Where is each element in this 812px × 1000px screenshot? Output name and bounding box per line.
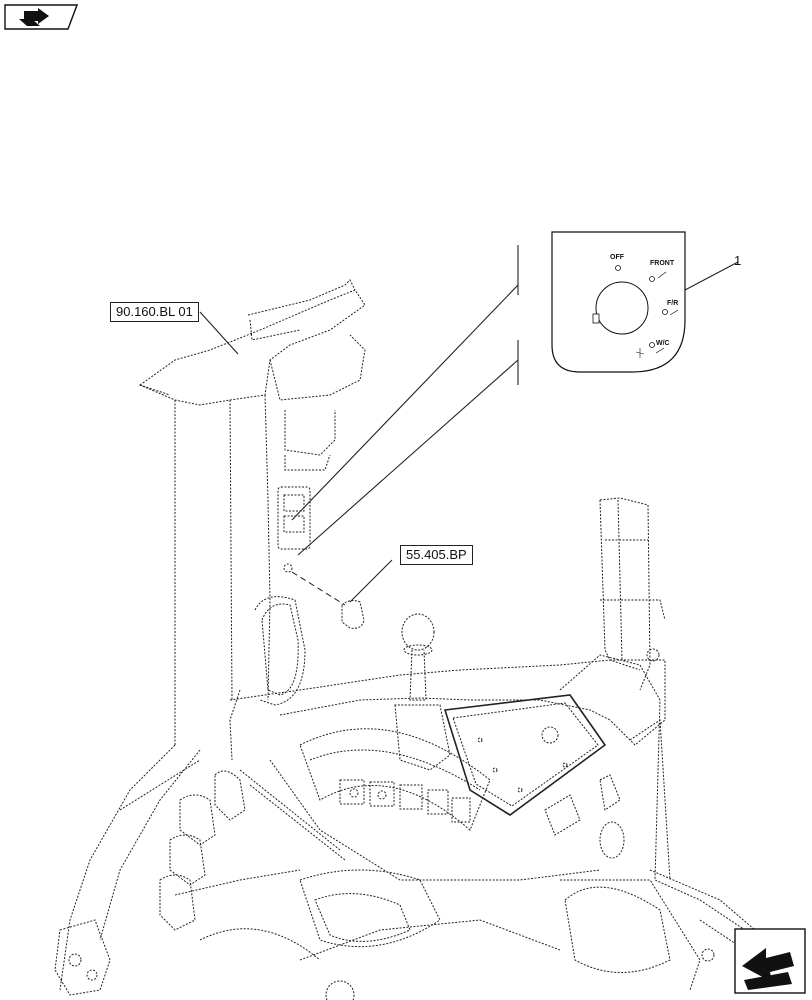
zoom-line-upper: [291, 284, 519, 521]
panel-label-fr: F/R: [667, 300, 679, 307]
item-number-1: 1: [734, 253, 742, 268]
header-icon-frame: [4, 4, 79, 35]
ref-box-knob[interactable]: 55.405.BP: [400, 545, 473, 565]
leader-lines: [199, 245, 739, 603]
cab-linework: [54, 279, 801, 1000]
ref-box-cab[interactable]: 90.160.BL 01: [110, 302, 199, 322]
panel-label-off: OFF: [610, 254, 624, 261]
book-arrow-icon: [4, 4, 79, 30]
leader-cab: [199, 311, 239, 355]
next-page-arrow-icon[interactable]: [734, 928, 806, 994]
switch-panel-decal: [551, 231, 686, 373]
leader-item-1: [684, 261, 739, 291]
leader-knob: [349, 559, 393, 603]
footer-icon-frame[interactable]: [734, 928, 806, 999]
panel-label-wc: W/C: [656, 340, 670, 347]
zoom-line-lower: [297, 359, 519, 556]
panel-label-front: FRONT: [650, 260, 675, 267]
